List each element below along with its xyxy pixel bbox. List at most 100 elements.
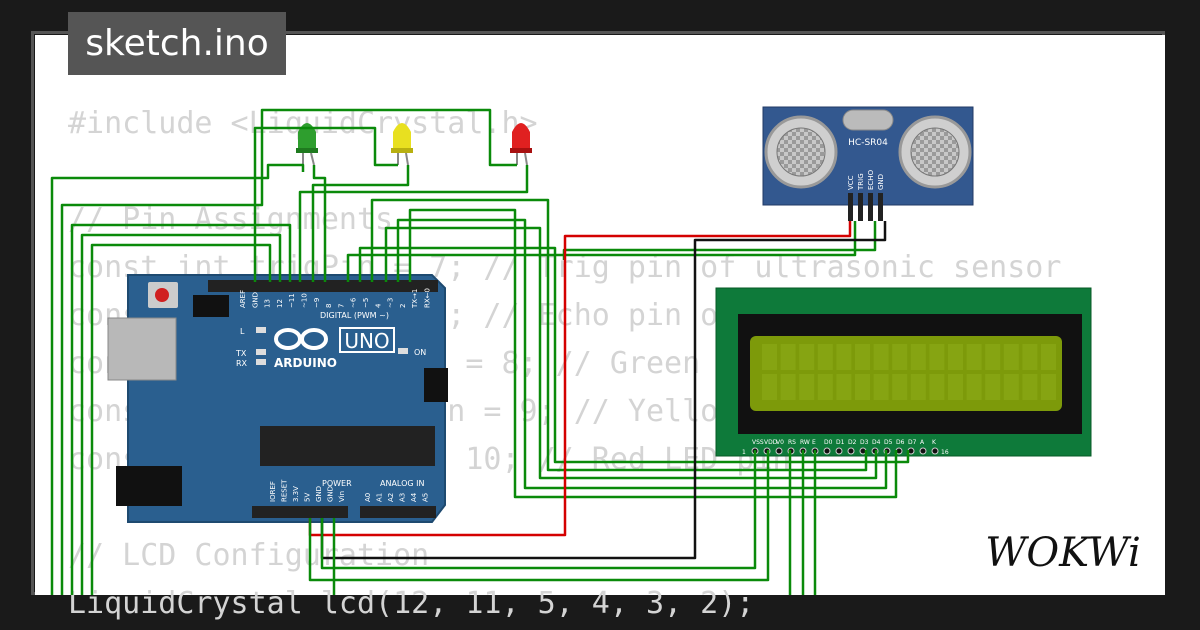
pin-label: GND (251, 292, 259, 308)
lcd-pin-label: E (812, 439, 816, 446)
lcd-cell (855, 344, 870, 370)
pin-label: GND (877, 174, 885, 190)
lcd-pin-label: RS (788, 439, 796, 446)
wire-lcd-2 (80, 233, 282, 595)
wire-d3-lcd (396, 218, 888, 490)
power-header (252, 506, 348, 518)
lcd-cell (799, 374, 815, 400)
led-label-tx: TX (235, 349, 247, 358)
wire-red-led-anode (298, 165, 529, 282)
pin-label: A2 (387, 493, 395, 502)
pin-label: RX←0 (424, 288, 432, 308)
yellow-led[interactable] (391, 123, 413, 166)
lcd-cell (892, 374, 908, 400)
crystal (842, 109, 894, 131)
led-label-rx: RX (236, 359, 248, 368)
board-brand: ARDUINO (274, 356, 337, 370)
wire-yellow-led-anode (311, 165, 410, 282)
lcd-pin-label: VSS (752, 439, 764, 446)
pin-label: A1 (376, 493, 384, 502)
arduino-uno-board[interactable]: UNO ARDUINO DIGITAL (PWM ~) POWER ANALOG… (107, 274, 448, 523)
led-label-on: ON (414, 348, 426, 357)
pin-label: ECHO (867, 169, 875, 190)
sensor-pins (848, 193, 883, 221)
lcd-pin-label: D3 (860, 439, 869, 446)
pin-label: A0 (364, 493, 372, 502)
lcd-pin-first: 1 (742, 449, 746, 456)
lcd-pin-label: V0 (776, 439, 784, 446)
lcd-cell (985, 344, 1001, 370)
board-leds (256, 327, 408, 365)
lcd-pin-label: RW (800, 439, 810, 446)
lcd-pin-label: D6 (896, 439, 905, 446)
pin-label: ~10 (301, 293, 309, 308)
wire-lcd-1 (70, 223, 292, 595)
wire-d6-sensor (358, 246, 910, 464)
lcd-cell (762, 344, 777, 370)
lcd-cell (892, 344, 908, 370)
lcd-cell (836, 374, 852, 400)
lcd-cell (1041, 344, 1056, 370)
arduino-logo-icon (274, 328, 328, 350)
wire-d4-lcd (384, 226, 878, 480)
lcd-cell (817, 344, 833, 370)
lcd-pin-label: D0 (824, 439, 833, 446)
digital-label: DIGITAL (PWM ~) (320, 311, 389, 320)
lcd-cell (873, 344, 889, 370)
pin-label: A4 (410, 492, 418, 502)
code-line: LiquidCrystal lcd(12, 11, 5, 4, 3, 2); (68, 586, 755, 621)
pin-label: RESET (281, 479, 289, 502)
lcd-cell (929, 344, 945, 370)
lcd-cell (817, 374, 833, 400)
code-line: #include <LiquidCrystal.h> (68, 106, 538, 141)
logo-text: WOKWi (985, 530, 1141, 576)
circuit-diagram: UNO ARDUINO DIGITAL (PWM ~) POWER ANALOG… (50, 106, 1092, 595)
pin-label: A5 (422, 493, 430, 502)
pin-label: 12 (276, 299, 284, 308)
lcd-pin (931, 447, 939, 455)
digital-header (208, 280, 438, 292)
lcd-cell (780, 374, 796, 400)
pin-label: 8 (325, 304, 333, 308)
analog-header (360, 506, 436, 518)
sensor-name: HC-SR04 (848, 138, 888, 148)
wire-lcd-3 (90, 243, 272, 595)
lcd-cell (855, 374, 870, 400)
red-led[interactable] (510, 123, 532, 166)
lcd-pin (919, 447, 927, 455)
led-label-l: L (240, 327, 245, 336)
pin-label: ~11 (288, 293, 296, 308)
wire-d5-lcd (370, 198, 868, 472)
pin-label: 3.3V (292, 486, 300, 502)
power-jack (116, 466, 182, 506)
lcd-pin (823, 447, 831, 455)
lcd-cell (966, 344, 982, 370)
lcd-pin-label: D1 (836, 439, 845, 446)
pin-label: 5V (304, 493, 312, 502)
wire-lcd-vss (320, 450, 757, 570)
board-model: UNO (344, 329, 389, 353)
lcd-cell (780, 344, 796, 370)
wire-d2-lcd (408, 208, 898, 499)
wire-red-led-gnd (60, 108, 517, 595)
icsp-header-right (424, 368, 448, 402)
lcd-cell (836, 344, 852, 370)
pin-label: ~6 (350, 297, 358, 308)
wire-green-led-anode (312, 165, 327, 282)
lcd-cell (799, 344, 815, 370)
pin-label: GND (315, 486, 323, 502)
lcd-cell (929, 374, 945, 400)
wires (50, 108, 910, 595)
code-line: // Pin Assignments (68, 202, 394, 237)
pin-label: TX→1 (411, 289, 419, 309)
lcd-cell (948, 374, 963, 400)
lcd-pin-label: D4 (872, 439, 881, 446)
pin-label: 2 (399, 304, 407, 308)
pin-label: ~5 (362, 298, 370, 308)
sketch-title-tab[interactable]: sketch.ino (68, 12, 286, 75)
pin-label: Vin (338, 491, 346, 502)
